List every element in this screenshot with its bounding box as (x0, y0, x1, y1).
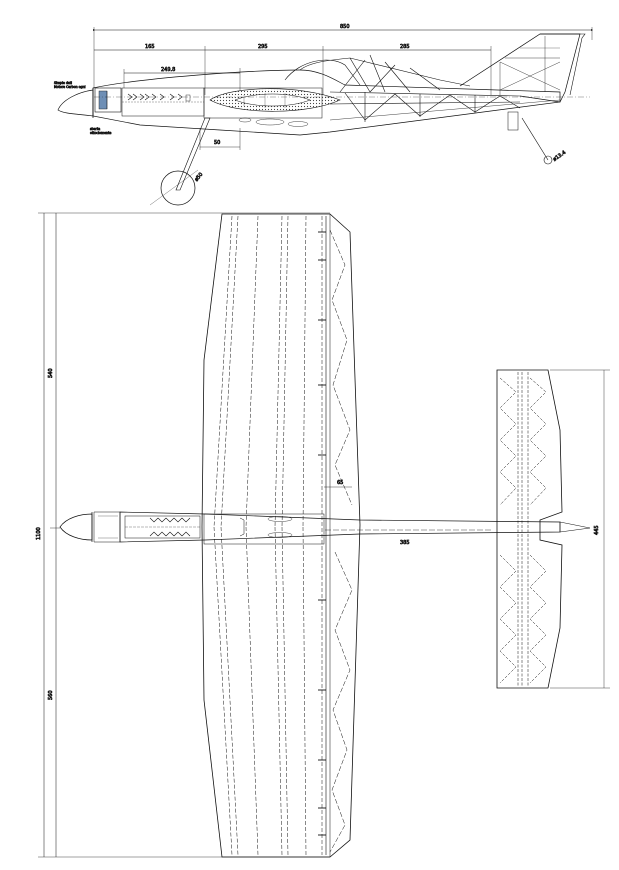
hinge-markers (318, 231, 326, 836)
main-wheel (160, 170, 196, 206)
label-wheel-diameter: ø50 (194, 172, 205, 183)
spinner-side (57, 89, 94, 117)
fuselage-chevrons-top (149, 517, 191, 537)
dimension-stab-span (550, 369, 610, 689)
label-overall-length: 850 (340, 24, 350, 30)
spinner-top (59, 513, 93, 541)
stab-truss (499, 372, 547, 686)
canopy-side (284, 59, 361, 86)
main-landing-gear (149, 117, 241, 206)
label-nose-to-wing: 249.8 (161, 67, 175, 73)
side-view: 850 165 295 285 249.8 50 ø50 ø13.4 Simpl… (54, 24, 593, 206)
dimension-nose-to-wing (123, 68, 241, 90)
note-engine-line2: Motore Carbon ogni (54, 85, 86, 89)
label-tail-wheel-diameter: ø13.4 (552, 150, 567, 163)
label-half-span-upper: 540 (48, 368, 54, 378)
wing-planform (201, 213, 361, 858)
fuselage-truss-side (329, 91, 561, 122)
label-front-segment: 165 (145, 44, 155, 50)
label-middle-segment: 295 (258, 44, 268, 50)
label-wingspan: 1100 (36, 527, 42, 540)
horizontal-stabilizer (496, 369, 563, 689)
label-chord-marker: 65 (337, 480, 343, 486)
vertical-fin (459, 33, 586, 103)
label-rear-segment: 285 (400, 44, 410, 50)
aileron-truss (329, 229, 353, 853)
nose-chevrons (127, 93, 191, 102)
label-gear-offset: 50 (214, 140, 220, 146)
wing-internal-structure (213, 215, 323, 856)
note-gear-line1: sbarta (90, 127, 100, 131)
label-stab-span: 445 (594, 525, 600, 535)
dimension-overall-length (93, 27, 593, 88)
label-half-span-lower: 560 (48, 690, 54, 700)
note-gear-line2: ottoclomente (90, 131, 111, 135)
motor-mount (94, 87, 122, 113)
label-tail-moment: 385 (400, 540, 410, 546)
note-engine-line1: Simple dati (54, 81, 72, 85)
turtle-deck-truss (299, 54, 471, 93)
dimension-segments (94, 46, 492, 95)
tail-wheel (507, 111, 553, 165)
top-view: 1100 540 560 65 385 445 (36, 212, 610, 858)
dimension-wingspan (38, 212, 330, 858)
